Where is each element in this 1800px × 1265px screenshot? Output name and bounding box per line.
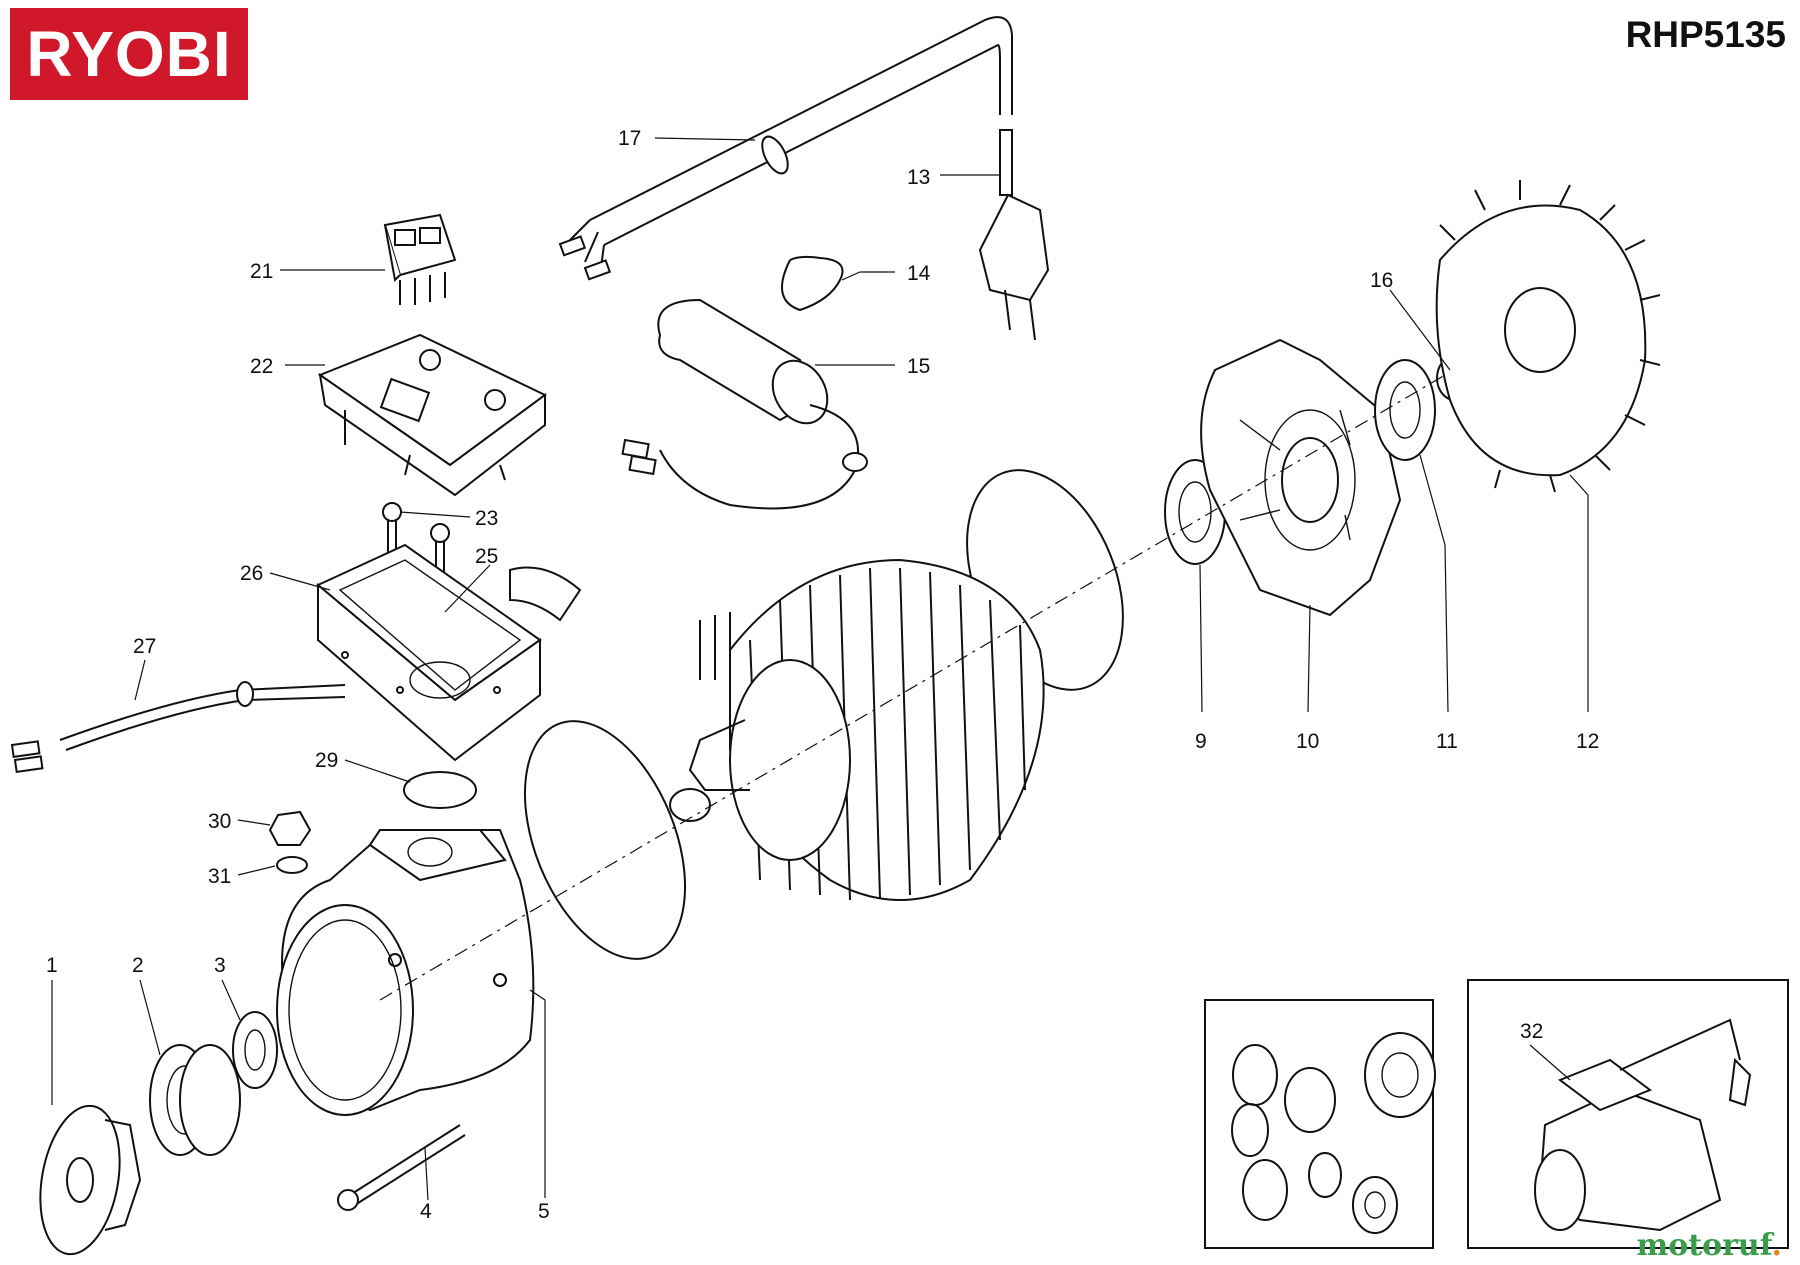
clip-loop [781,255,844,312]
part-label: 27 [133,635,156,658]
lead-wire [10,681,346,774]
part-label: 21 [250,260,273,283]
impeller [39,1104,142,1256]
end-bracket [1200,338,1402,617]
part-label: 15 [907,355,930,378]
ryobi-logo: RYOBI [10,8,248,100]
bearing-front [149,1044,241,1156]
part-label: 22 [250,355,273,378]
part-label: 32 [1520,1020,1543,1043]
part-label: 13 [907,166,930,189]
part-label: 30 [208,810,231,833]
part-label: 25 [475,545,498,568]
assembly-axis [379,374,1446,1001]
leader-lines [51,137,1589,1201]
complete-unit-inset [1467,979,1789,1249]
seal-kit-inset [1204,999,1436,1249]
power-cord [558,16,1013,281]
watermark-text: motoruf [1636,1228,1772,1263]
part-label: 31 [208,865,231,888]
part-label: 16 [1370,269,1393,292]
drain-plug [268,810,312,874]
pump-housing [276,829,535,1116]
seal-front [232,1011,278,1089]
watermark-suffix: . [1771,1228,1782,1263]
terminal-cover [317,333,547,497]
part-label: 26 [240,562,263,585]
part-label: 17 [618,127,641,150]
o-ring-small [403,771,477,809]
switch [383,213,457,305]
tie-rod [337,1124,466,1211]
part-label: 1 [46,954,58,977]
watermark: motoruf. [1636,1228,1782,1263]
capacitor [621,298,868,510]
model-number: RHP5135 [1625,14,1786,55]
terminal-box [316,543,582,762]
part-label: 14 [907,262,931,285]
plug [978,129,1050,341]
seal-rear [1374,359,1436,461]
logo-text: RYOBI [26,18,232,90]
part-label: 3 [214,954,226,977]
cooling-fan [1435,180,1661,493]
part-label: 10 [1296,730,1319,753]
part-label: 2 [132,954,144,977]
part-label: 4 [420,1200,432,1223]
o-ring-large-front [523,720,687,960]
part-labels: 17 13 21 14 16 22 15 23 25 26 27 29 30 3… [46,127,1599,1223]
part-label: 12 [1576,730,1599,753]
part-label: 11 [1436,730,1458,753]
motor [669,558,1045,901]
part-label: 23 [475,507,498,530]
part-label: 5 [538,1200,550,1223]
part-label: 9 [1195,730,1207,753]
part-label: 29 [315,749,338,772]
